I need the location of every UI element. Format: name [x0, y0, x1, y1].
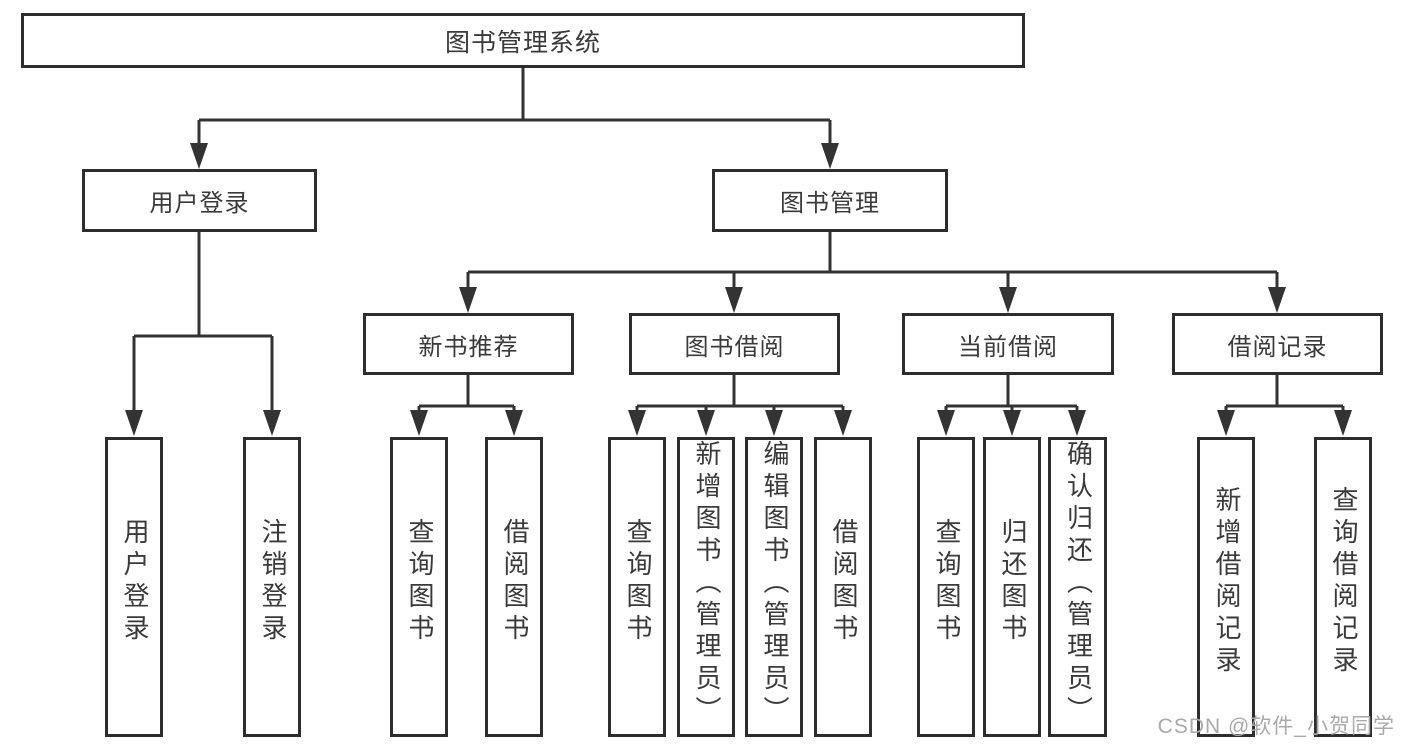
- arrow-icon: [821, 143, 839, 169]
- arrow-icon: [697, 410, 715, 436]
- node-book-borrowing: 图书借阅: [629, 313, 840, 375]
- node-book-management-label: 图书管理: [780, 190, 880, 217]
- connector-current-borrow: [944, 375, 1079, 414]
- connector-borrow-records: [1224, 375, 1345, 414]
- node-user-login: 用户登录: [82, 169, 317, 232]
- node-current-borrowing: 当前借阅: [902, 313, 1114, 375]
- node-add-borrow-record: 新增借阅记录: [1197, 437, 1255, 737]
- connector-root: [197, 68, 832, 147]
- node-edit-book-admin: 编辑图书（管理员）: [745, 437, 803, 737]
- node-add-borrow-record-label: 新增借阅记录: [1211, 486, 1242, 678]
- node-borrow-books: 借阅图书: [814, 437, 872, 737]
- node-new-book-recommendation-label: 新书推荐: [418, 333, 519, 361]
- node-current-borrowing-label: 当前借阅: [958, 333, 1058, 361]
- node-logout: 注销登录: [243, 437, 301, 737]
- arrow-icon: [628, 410, 646, 436]
- node-new-book-recommendation: 新书推荐: [363, 313, 574, 375]
- node-query-books-current: 查询图书: [917, 437, 975, 737]
- node-library-management-system: 图书管理系统: [21, 13, 1025, 68]
- node-query-books-current-label: 查询图书: [931, 518, 962, 646]
- node-return-books-label: 归还图书: [997, 518, 1028, 646]
- node-library-management-system-label: 图书管理系统: [444, 28, 601, 57]
- arrow-icon: [999, 287, 1017, 313]
- arrow-icon: [1217, 410, 1235, 436]
- node-book-borrowing-label: 图书借阅: [684, 333, 785, 361]
- node-borrow-books-label: 借阅图书: [828, 518, 859, 646]
- node-borrowing-records-label: 借阅记录: [1227, 333, 1328, 361]
- arrow-icon: [190, 143, 208, 169]
- connector-user-login: [132, 232, 274, 414]
- node-query-borrow-record-label: 查询借阅记录: [1328, 486, 1359, 678]
- node-user-login-action: 用户登录: [105, 437, 163, 737]
- connector-new-book: [417, 375, 516, 414]
- connector-book-management: [466, 232, 1279, 291]
- node-book-management: 图书管理: [712, 169, 948, 232]
- arrow-icon: [125, 410, 143, 436]
- arrow-icon: [505, 410, 523, 436]
- node-query-borrow-record: 查询借阅记录: [1314, 437, 1372, 737]
- arrow-icon: [1003, 410, 1021, 436]
- arrow-icon: [765, 410, 783, 436]
- node-logout-label: 注销登录: [257, 518, 288, 646]
- csdn-watermark: CSDN @软件_小贺同学: [1157, 715, 1395, 738]
- node-query-books-recommend-label: 查询图书: [404, 518, 435, 646]
- connector-book-borrow: [635, 375, 845, 414]
- node-user-login-label: 用户登录: [149, 190, 250, 217]
- arrow-icon: [1268, 287, 1286, 313]
- arrow-icon: [410, 410, 428, 436]
- arrow-icon: [834, 410, 852, 436]
- node-edit-book-admin-label: 编辑图书（管理员）: [759, 440, 790, 728]
- node-add-book-admin: 新增图书（管理员）: [677, 437, 735, 737]
- node-borrow-books-recommend: 借阅图书: [485, 437, 543, 737]
- arrow-icon: [459, 287, 477, 313]
- node-borrowing-records: 借阅记录: [1172, 313, 1383, 375]
- node-user-login-action-label: 用户登录: [119, 518, 150, 646]
- arrow-icon: [725, 287, 743, 313]
- arrow-icon: [1334, 410, 1352, 436]
- arrow-icon: [263, 410, 281, 436]
- node-return-books: 归还图书: [983, 437, 1041, 737]
- node-confirm-return-admin: 确认归还（管理员）: [1048, 437, 1107, 737]
- node-query-books-borrow: 查询图书: [608, 437, 666, 737]
- arrow-icon: [937, 410, 955, 436]
- arrowheads: [125, 143, 1352, 436]
- node-add-book-admin-label: 新增图书（管理员）: [691, 440, 722, 728]
- node-confirm-return-admin-label: 确认归还（管理员）: [1063, 440, 1094, 728]
- node-query-books-recommend: 查询图书: [390, 437, 448, 737]
- node-query-books-borrow-label: 查询图书: [622, 518, 653, 646]
- node-borrow-books-recommend-label: 借阅图书: [499, 518, 530, 646]
- arrow-icon: [1068, 410, 1086, 436]
